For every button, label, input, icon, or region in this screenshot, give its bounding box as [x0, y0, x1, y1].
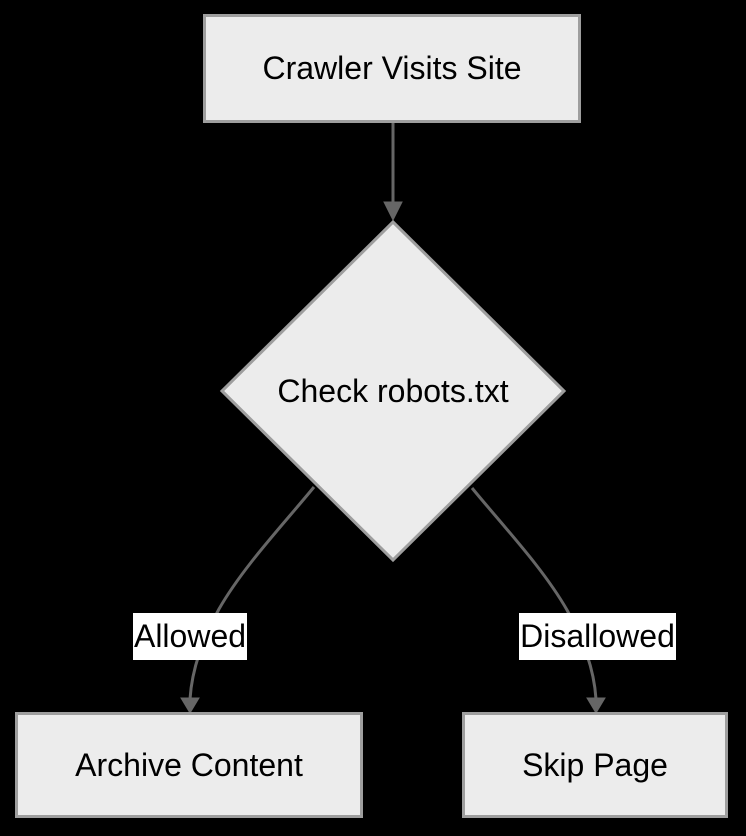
node-archive-content: Archive Content — [15, 712, 363, 818]
node-check-robots-txt: Check robots.txt — [243, 368, 543, 414]
edge-check-to-archive — [188, 486, 316, 700]
node-skip-page: Skip Page — [462, 712, 728, 818]
node-label: Archive Content — [75, 746, 303, 783]
node-label: Skip Page — [522, 746, 668, 783]
edge-label-text: Allowed — [133, 618, 247, 654]
edge-check-to-skip — [470, 487, 598, 700]
node-label: Crawler Visits Site — [262, 50, 522, 87]
edge-label-disallowed: Disallowed — [519, 613, 676, 660]
node-crawler-visits-site: Crawler Visits Site — [203, 14, 581, 123]
decision-diamond-shape — [219, 219, 567, 563]
arrowhead-into-archive — [180, 697, 200, 714]
edge-label-allowed: Allowed — [133, 613, 247, 660]
node-label: Check robots.txt — [277, 372, 509, 409]
arrowhead-into-check — [383, 201, 403, 222]
arrowhead-into-skip — [586, 697, 606, 714]
edge-label-text: Disallowed — [520, 618, 675, 654]
